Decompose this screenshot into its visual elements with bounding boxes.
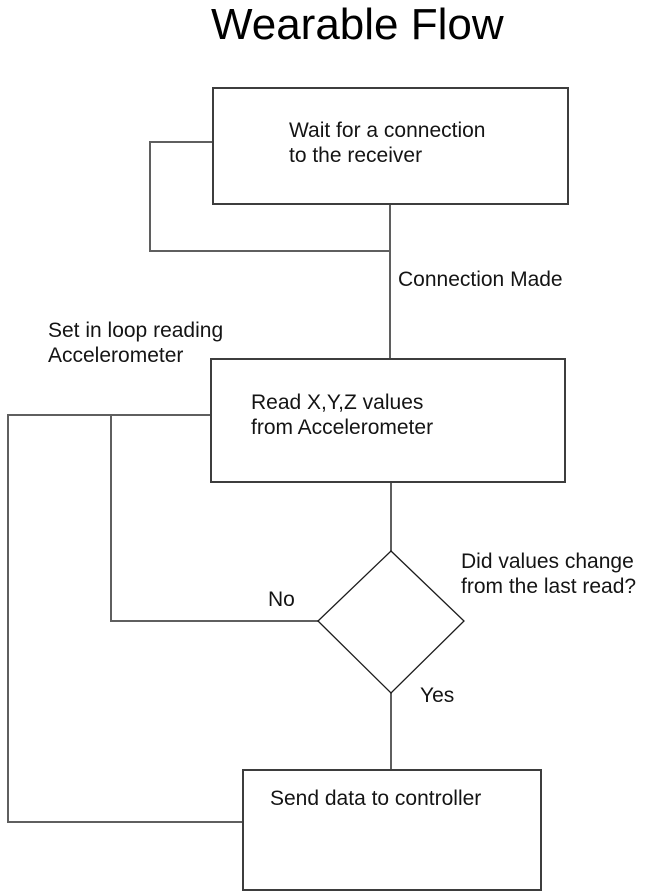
node-wait-text-line1: Wait for a connection — [289, 119, 486, 142]
edge-label-connection-made: Connection Made — [398, 268, 563, 291]
edge-wait-loop-left — [149, 141, 151, 252]
node-send-data: Send data to controller — [242, 769, 542, 891]
decision-question-line1: Did values change — [461, 550, 634, 573]
node-send-text: Send data to controller — [270, 787, 482, 810]
edge-label-yes: Yes — [420, 684, 455, 707]
edge-read-to-decision — [390, 483, 392, 551]
edge-wait-to-read — [389, 205, 391, 359]
node-read-text-line2: from Accelerometer — [251, 415, 434, 439]
node-read-text-line1: Read X,Y,Z values — [251, 391, 424, 414]
edge-no-horizontal — [110, 620, 319, 622]
annotation-loop-note-line2: Accelerometer — [48, 343, 184, 367]
edge-no-return-vertical — [110, 414, 112, 622]
decision-question-line2: from the last read? — [461, 574, 637, 598]
edge-yes-vertical — [390, 693, 392, 770]
node-wait-for-connection: Wait for a connection to the receiver — [212, 87, 569, 205]
annotation-loop-note: Set in loop reading Accelerometer — [48, 319, 223, 368]
edge-wait-loop-bottom — [149, 250, 391, 252]
decision-diamond-shape — [317, 550, 465, 694]
edge-read-left-horizontal — [7, 414, 211, 416]
edge-send-return-horizontal — [7, 821, 244, 823]
node-read-accelerometer: Read X,Y,Z values from Accelerometer — [210, 358, 566, 483]
edge-wait-loop-top — [149, 141, 212, 143]
edge-send-return-vertical — [7, 414, 9, 823]
page-title: Wearable Flow — [211, 0, 504, 49]
annotation-loop-note-line1: Set in loop reading — [48, 319, 224, 342]
decision-diamond — [317, 550, 465, 694]
edge-label-no: No — [268, 588, 295, 611]
node-wait-text-line2: to the receiver — [289, 143, 423, 167]
decision-question-label: Did values change from the last read? — [461, 550, 636, 599]
